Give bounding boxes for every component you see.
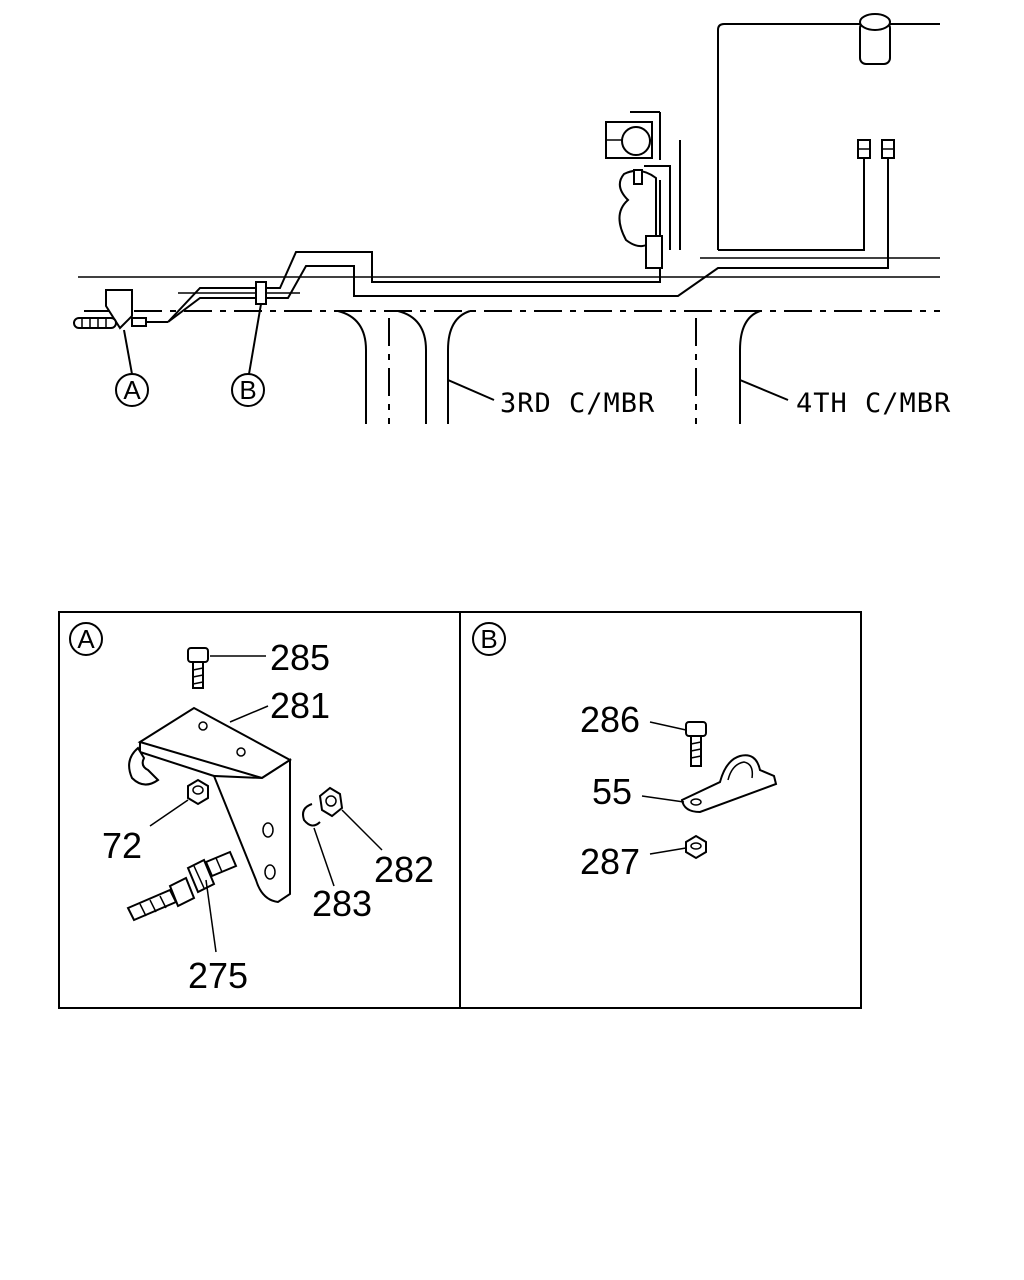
detail-b-label: B bbox=[480, 624, 497, 654]
part-283-label: 283 bbox=[312, 883, 372, 924]
callout-a-label: A bbox=[123, 375, 141, 405]
fitting-275 bbox=[126, 850, 238, 953]
brake-pipes bbox=[167, 23, 940, 323]
nut-282 bbox=[318, 786, 383, 851]
bolt-286 bbox=[649, 721, 707, 767]
clip-b bbox=[255, 281, 267, 305]
valve-assembly bbox=[605, 111, 663, 269]
part-275-label: 275 bbox=[188, 955, 248, 996]
part-287-label: 287 bbox=[580, 841, 640, 882]
detail-panels bbox=[58, 611, 862, 1009]
nut-72 bbox=[149, 778, 209, 827]
third-cross-member-label: 3RD C/MBR bbox=[500, 388, 655, 419]
part-286-label: 286 bbox=[580, 699, 640, 740]
third-cross-member bbox=[337, 310, 697, 424]
clip-55 bbox=[641, 754, 778, 814]
callout-b-label: B bbox=[239, 375, 256, 405]
joint-a bbox=[73, 289, 168, 330]
nut-287 bbox=[649, 834, 707, 860]
part-55-label: 55 bbox=[592, 771, 632, 812]
washer-283 bbox=[302, 803, 335, 887]
callout-a: A bbox=[115, 329, 149, 407]
bolt-285 bbox=[187, 647, 266, 689]
overview-drawing: A B 3RD C/MBR 4TH C/MBR bbox=[73, 13, 951, 424]
detail-a: A bbox=[69, 622, 434, 996]
pipe-connectors bbox=[857, 139, 895, 159]
detail-a-label: A bbox=[77, 624, 95, 654]
part-282-label: 282 bbox=[374, 849, 434, 890]
fourth-cross-member bbox=[739, 310, 789, 424]
fourth-cross-member-label: 4TH C/MBR bbox=[796, 388, 951, 419]
brake-chamber bbox=[859, 13, 891, 65]
callout-b: B bbox=[231, 303, 265, 407]
part-281-label: 281 bbox=[270, 685, 330, 726]
bracket-281 bbox=[128, 705, 292, 904]
detail-b: B 286 55 287 bbox=[472, 622, 778, 882]
frame-rail bbox=[78, 257, 940, 312]
part-72-label: 72 bbox=[102, 825, 142, 866]
part-285-label: 285 bbox=[270, 637, 330, 678]
